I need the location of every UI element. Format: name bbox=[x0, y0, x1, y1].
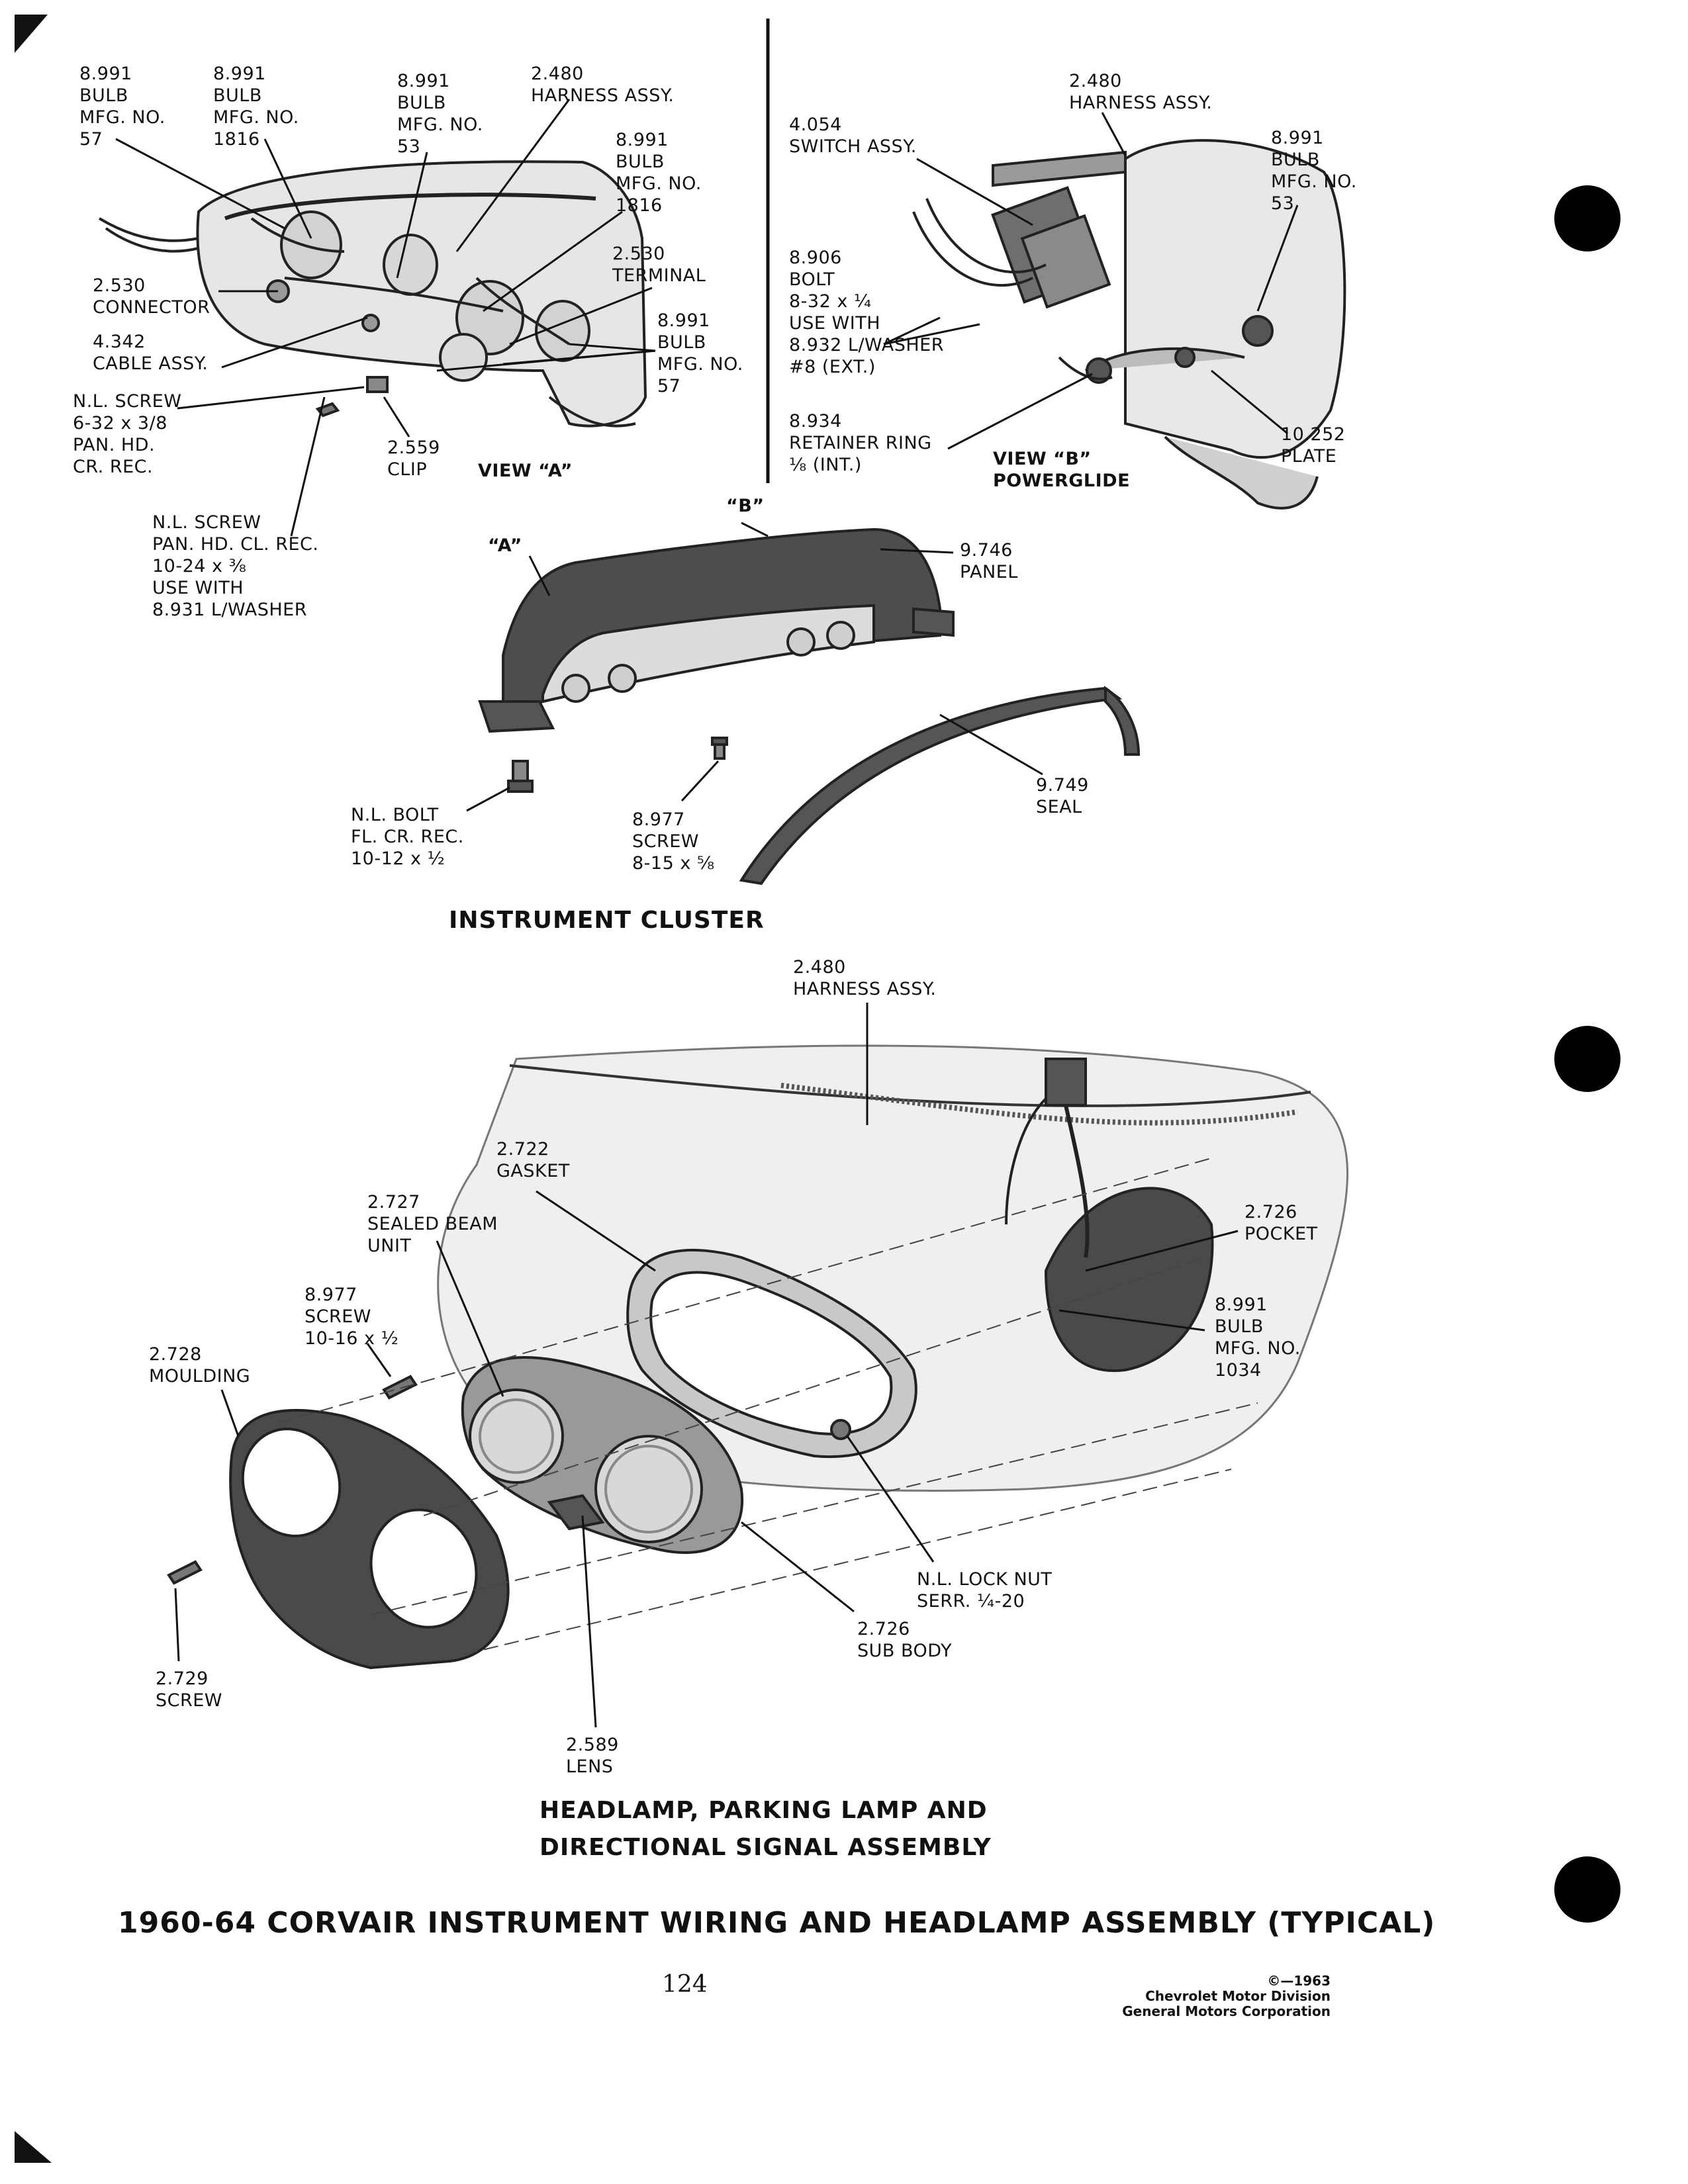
label-sealed-beam-unit: 2.727 SEALED BEAM UNIT bbox=[367, 1192, 498, 1256]
view-a-leader-lines bbox=[115, 99, 656, 437]
label-cable-assy: 4.342 CABLE ASSY. bbox=[93, 332, 209, 374]
callout-a: “A” bbox=[488, 535, 522, 556]
headlamp-section-title: HEADLAMP, PARKING LAMP AND DIRECTIONAL S… bbox=[539, 1797, 992, 1861]
label-bulb-53-view-b: 8.991 BULB MFG. NO. 53 bbox=[1271, 128, 1357, 214]
label-harness-assy-view-a: 2.480 HARNESS ASSY. bbox=[531, 64, 675, 106]
corner-mark-top-left bbox=[15, 15, 48, 53]
label-harness-assy-headlamp: 2.480 HARNESS ASSY. bbox=[793, 957, 937, 999]
instrument-cluster-drawing bbox=[478, 527, 1141, 886]
label-plate: 10.252 PLATE bbox=[1281, 424, 1346, 467]
headlamp-exploded-parts bbox=[167, 1058, 1214, 1670]
label-bolt: 8.906 BOLT 8-32 x ¼ USE WITH 8.932 L/WAS… bbox=[789, 248, 944, 377]
label-seal: 9.749 SEAL bbox=[1036, 775, 1089, 817]
callout-b: “B” bbox=[726, 496, 765, 516]
binder-hole-top bbox=[1554, 185, 1620, 251]
corner-mark-bottom-left bbox=[15, 2131, 52, 2163]
cluster-leader-lines bbox=[290, 396, 1043, 812]
label-gasket: 2.722 GASKET bbox=[496, 1139, 570, 1181]
page-main-title: 1960-64 CORVAIR INSTRUMENT WIRING AND HE… bbox=[118, 1906, 1436, 1940]
label-pocket: 2.726 POCKET bbox=[1244, 1202, 1318, 1244]
view-a-drawing bbox=[98, 160, 647, 428]
label-sub-body: 2.726 SUB BODY bbox=[857, 1619, 953, 1661]
label-nl-bolt: N.L. BOLT FL. CR. REC. 10-12 x ½ bbox=[351, 805, 464, 869]
view-b-leader-lines bbox=[883, 112, 1299, 450]
label-screw-headlamp: 8.977 SCREW 10-16 x ½ bbox=[305, 1285, 399, 1349]
copyright-notice: ©—1963 Chevrolet Motor Division General … bbox=[1122, 1973, 1331, 2019]
label-bulb-1816-left: 8.991 BULB MFG. NO. 1816 bbox=[213, 64, 299, 150]
binder-hole-middle bbox=[1554, 1026, 1620, 1092]
label-nl-screw-cluster: N.L. SCREW PAN. HD. CL. REC. 10-24 x ⅜ U… bbox=[152, 512, 319, 620]
label-terminal: 2.530 TERMINAL bbox=[612, 244, 706, 286]
label-moulding: 2.728 MOULDING bbox=[149, 1344, 251, 1387]
label-switch-assy: 4.054 SWITCH ASSY. bbox=[789, 114, 917, 157]
label-clip: 2.559 CLIP bbox=[387, 437, 440, 480]
label-screw-cluster: 8.977 SCREW 8-15 x ⅝ bbox=[632, 809, 715, 874]
label-connector: 2.530 CONNECTOR bbox=[93, 275, 211, 318]
label-lock-nut: N.L. LOCK NUT SERR. ¼-20 bbox=[917, 1569, 1053, 1612]
label-screw-2729: 2.729 SCREW bbox=[156, 1668, 223, 1711]
label-bulb-53-left: 8.991 BULB MFG. NO. 53 bbox=[397, 71, 483, 157]
label-panel: 9.746 PANEL bbox=[960, 540, 1018, 582]
label-nl-screw-view-a: N.L. SCREW 6-32 x 3/8 PAN. HD. CR. REC. bbox=[73, 391, 182, 477]
label-view-b-powerglide: VIEW “B” POWERGLIDE bbox=[993, 449, 1131, 491]
label-bulb-57-left: 8.991 BULB MFG. NO. 57 bbox=[79, 64, 165, 150]
label-bulb-57-right: 8.991 BULB MFG. NO. 57 bbox=[657, 310, 743, 396]
label-lens: 2.589 LENS bbox=[566, 1735, 619, 1777]
binder-hole-bottom bbox=[1554, 1856, 1620, 1923]
page-number: 124 bbox=[662, 1971, 708, 1998]
view-b-drawing bbox=[912, 139, 1346, 510]
label-bulb-1816-right: 8.991 BULB MFG. NO. 1816 bbox=[616, 130, 702, 216]
label-bulb-1034: 8.991 BULB MFG. NO. 1034 bbox=[1215, 1295, 1301, 1381]
label-view-a: VIEW “A” bbox=[478, 461, 573, 481]
label-retainer-ring: 8.934 RETAINER RING ⅛ (INT.) bbox=[789, 411, 932, 475]
headlamp-alignment-lines bbox=[277, 1158, 1258, 1655]
label-harness-assy-view-b: 2.480 HARNESS ASSY. bbox=[1069, 71, 1213, 113]
headlamp-leader-lines bbox=[174, 1003, 1239, 1728]
instrument-cluster-title: INSTRUMENT CLUSTER bbox=[449, 907, 765, 934]
